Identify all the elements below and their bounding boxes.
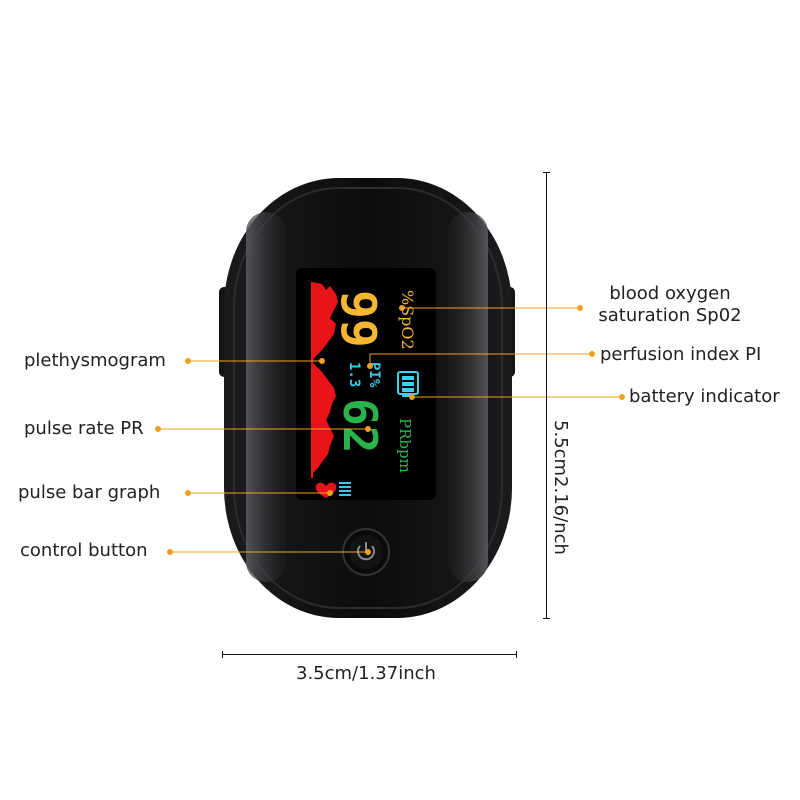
label-pulse-rate: pulse rate PR xyxy=(24,418,144,439)
label-perfusion-index: perfusion index PI xyxy=(600,344,762,365)
height-dimension-text: 5.5cm2.16/nch xyxy=(550,420,571,555)
pr-value: 62 xyxy=(333,398,387,453)
pulse-bar-graph xyxy=(339,482,351,496)
spo2-unit: %SpO2 xyxy=(398,290,417,350)
power-icon xyxy=(357,545,375,561)
battery-icon xyxy=(397,371,419,397)
width-dimension-text: 3.5cm/1.37inch xyxy=(296,663,436,684)
label-control-button: control button xyxy=(20,540,148,561)
device-bezel xyxy=(233,187,503,609)
label-blood-oxygen-line2: saturation Sp02 xyxy=(598,305,742,326)
leader-lines xyxy=(155,305,625,555)
gloss-highlight-left xyxy=(246,212,286,582)
leader-pi xyxy=(369,353,592,366)
width-dimension-line xyxy=(222,651,517,658)
pr-unit: PRbpm xyxy=(396,418,414,473)
label-battery-indicator: battery indicator xyxy=(629,386,780,407)
pi-value: 1.3 xyxy=(346,362,362,387)
label-plethysmogram: plethysmogram xyxy=(24,350,166,371)
spo2-value: 99 xyxy=(330,290,386,348)
height-dimension-line xyxy=(543,172,550,619)
label-pulse-bar-graph: pulse bar graph xyxy=(18,482,161,503)
plethysmogram-waveform xyxy=(312,282,338,474)
label-blood-oxygen-line1: blood oxygen xyxy=(609,283,731,304)
label-blood-oxygen: blood oxygen saturation Sp02 xyxy=(590,283,750,327)
